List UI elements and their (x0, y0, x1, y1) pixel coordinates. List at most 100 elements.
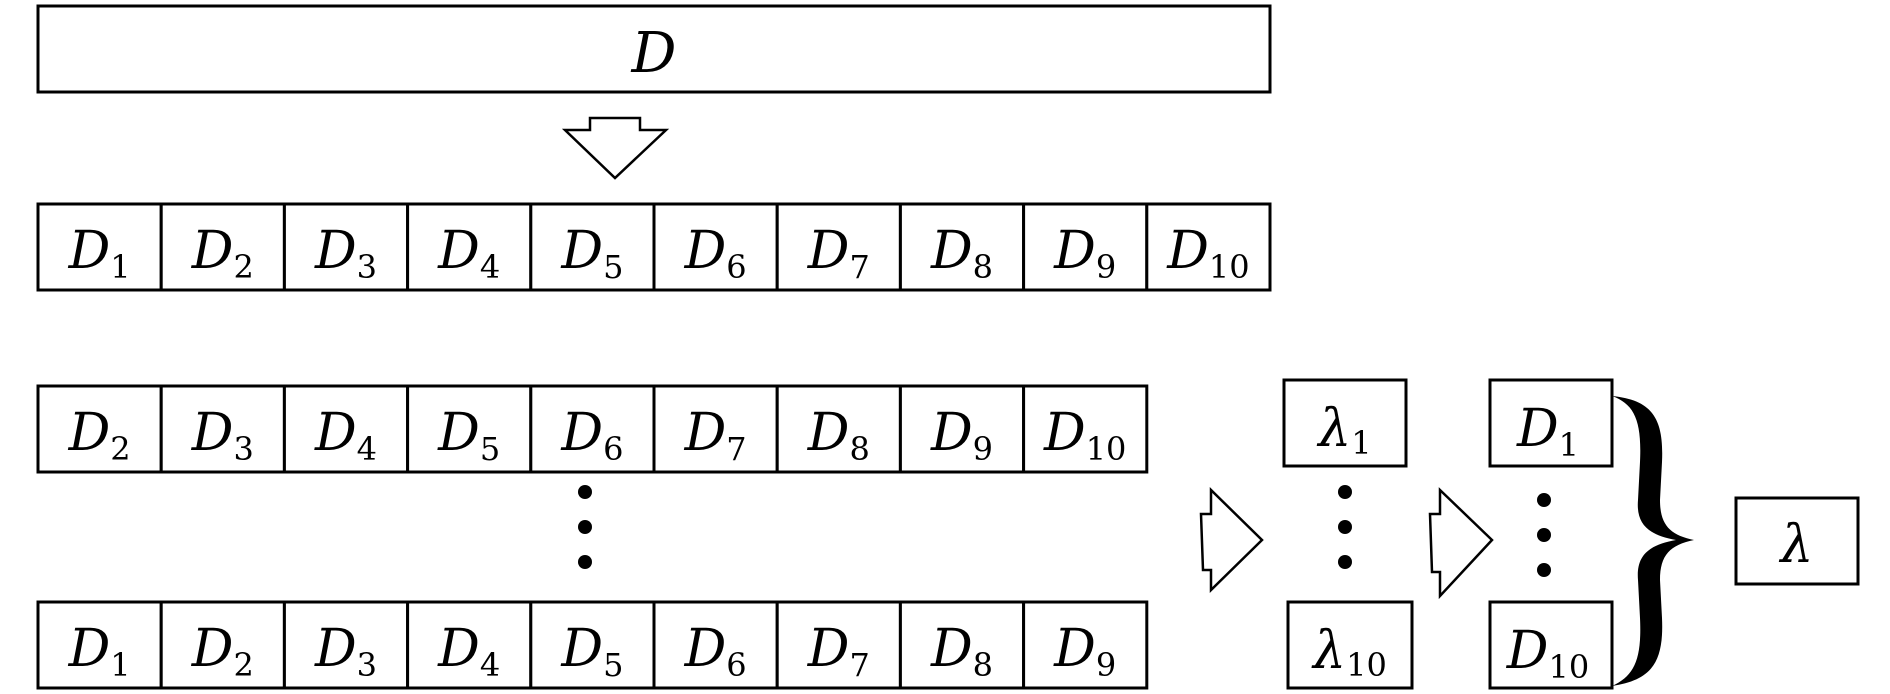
models-ellipsis (1338, 485, 1352, 569)
model-last-sub: 10 (1346, 646, 1387, 684)
fold-subscript: 5 (480, 430, 500, 468)
fold-subscript: 10 (1209, 248, 1250, 286)
result-label: λ (1779, 515, 1814, 575)
fold-cell: D7 (652, 384, 779, 474)
model-first-symbol: λ (1316, 399, 1351, 459)
validation-first-sub: 1 (1559, 426, 1579, 464)
fold-subscript: 6 (726, 248, 746, 286)
fold-label: D8 (930, 221, 993, 286)
fold-cell: D3 (282, 202, 410, 292)
fold-subscript: 4 (480, 646, 500, 684)
fold-symbol: D (560, 221, 603, 281)
validation-last-symbol: D (1506, 621, 1549, 681)
fold-subscript: 8 (849, 430, 869, 468)
fold-cell: D4 (406, 600, 533, 690)
model-first-sub: 1 (1351, 424, 1371, 462)
fold-cell: D9 (898, 384, 1026, 474)
validation-last-box: D10 (1488, 600, 1614, 690)
fold-label: D6 (560, 403, 623, 468)
fold-subscript: 5 (603, 248, 623, 286)
fold-subscript: 6 (603, 430, 623, 468)
fold-cell: D2 (36, 384, 163, 474)
fold-label: D7 (807, 619, 870, 684)
fold-symbol: D (560, 619, 603, 679)
split-arrow-icon (561, 116, 670, 180)
fold-subscript: 2 (233, 248, 253, 286)
fold-cell: D3 (282, 600, 410, 690)
fold-cell: D8 (898, 202, 1026, 292)
fold-cell: D8 (775, 384, 902, 474)
fold-symbol: D (191, 221, 234, 281)
fold-subscript: 4 (357, 430, 377, 468)
fold-cell: D6 (652, 202, 779, 292)
fold-label: D2 (191, 619, 254, 684)
train-arrow-icon (1199, 487, 1264, 593)
fold-label: D5 (437, 403, 500, 468)
fold-label: D5 (560, 619, 623, 684)
fold-symbol: D (437, 403, 480, 463)
fold-cell: D9 (1022, 202, 1149, 292)
fold-subscript: 7 (849, 646, 869, 684)
fold-subscript: 9 (1096, 248, 1116, 286)
training-ellipsis (578, 485, 592, 569)
fold-label: D1 (68, 619, 131, 684)
fold-label: D9 (930, 403, 993, 468)
fold-symbol: D (314, 221, 357, 281)
fold-symbol: D (807, 221, 850, 281)
fold-subscript: 2 (110, 430, 130, 468)
fold-label: D4 (437, 221, 500, 286)
fold-subscript: 8 (973, 248, 993, 286)
fold-cell: D9 (1022, 600, 1149, 690)
fold-label: D6 (684, 619, 747, 684)
dataset-label: D (631, 21, 677, 86)
fold-cell: D6 (529, 384, 656, 474)
fold-cell: D7 (775, 600, 902, 690)
fold-subscript: 1 (110, 646, 130, 684)
fold-subscript: 6 (726, 646, 746, 684)
fold-label: D8 (930, 619, 993, 684)
fold-cell: D7 (775, 202, 902, 292)
evaluate-arrow-icon (1428, 487, 1494, 600)
fold-cell: D1 (36, 202, 163, 292)
fold-cell: D4 (282, 384, 410, 474)
dataset-box: D (36, 4, 1272, 94)
fold-cell: D5 (529, 600, 656, 690)
fold-subscript: 3 (233, 430, 253, 468)
validation-first-symbol: D (1516, 399, 1559, 459)
svg-text:D1: D1 (1516, 399, 1579, 464)
fold-label: D3 (191, 403, 254, 468)
fold-subscript: 4 (480, 248, 500, 286)
fold-symbol: D (314, 619, 357, 679)
fold-cell: D5 (406, 384, 533, 474)
fold-symbol: D (437, 619, 480, 679)
fold-subscript: 1 (110, 248, 130, 286)
fold-label: D2 (191, 221, 254, 286)
fold-cell: D5 (529, 202, 656, 292)
fold-cell: D2 (159, 202, 286, 292)
fold-label: D7 (684, 403, 747, 468)
fold-label: D10 (1043, 403, 1126, 468)
fold-symbol: D (68, 403, 111, 463)
fold-label: D7 (807, 221, 870, 286)
fold-subscript: 9 (973, 430, 993, 468)
svg-text:λ10: λ10 (1311, 621, 1387, 684)
fold-cell: D10 (1022, 384, 1149, 474)
fold-label: D5 (560, 221, 623, 286)
fold-symbol: D (191, 403, 234, 463)
fold-label: D8 (807, 403, 870, 468)
fold-symbol: D (1053, 619, 1096, 679)
validation-first-box: D1 (1488, 378, 1614, 468)
fold-label: D4 (314, 403, 377, 468)
validation-last-sub: 10 (1548, 648, 1589, 686)
fold-cell: D2 (159, 600, 286, 690)
fold-cell: D1 (36, 600, 163, 690)
fold-label: D10 (1166, 221, 1249, 286)
fold-symbol: D (1166, 221, 1209, 281)
validation-ellipsis (1537, 493, 1551, 577)
fold-cell: D10 (1145, 202, 1272, 292)
fold-symbol: D (684, 619, 727, 679)
